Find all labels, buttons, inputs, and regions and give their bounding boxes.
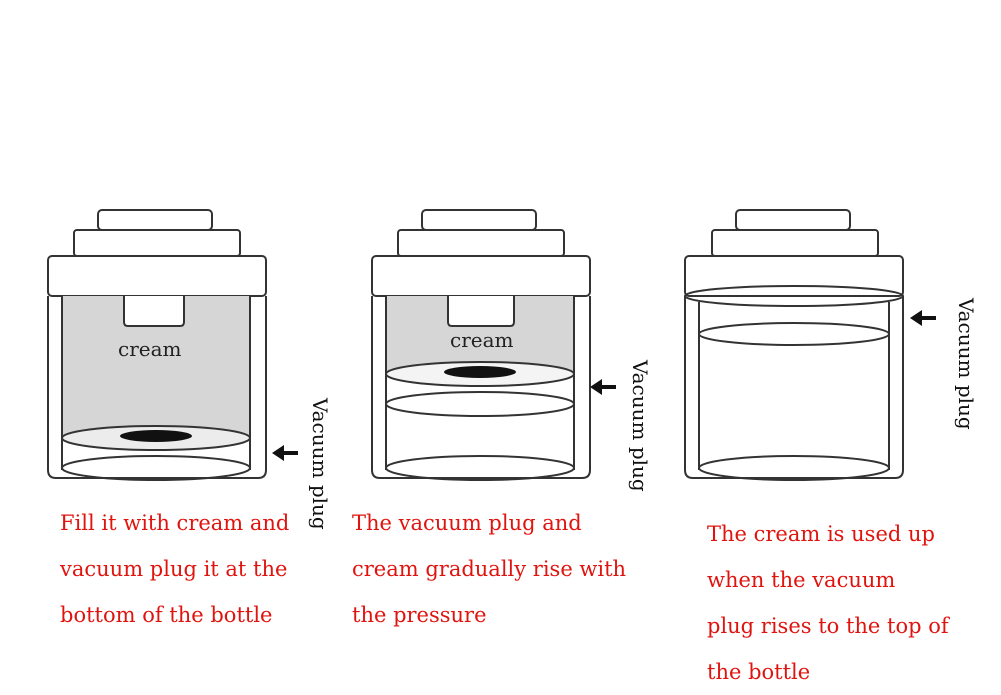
plug-label-1: Vacuum plug [308, 398, 332, 530]
caption-2-line-2: cream gradually rise with [352, 557, 627, 581]
caption-3-line-3: plug rises to the top of [707, 614, 949, 638]
bottle-1 [47, 209, 267, 481]
arrow-icon-1 [272, 445, 298, 461]
caption-1-line-3: bottom of the bottle [60, 603, 273, 627]
cream-label-1: cream [118, 337, 182, 361]
caption-3-line-2: when the vacuum [707, 568, 896, 592]
caption-2-line-3: the pressure [352, 603, 487, 627]
caption-3-line-1: The cream is used up [707, 522, 935, 546]
plug-1 [120, 430, 192, 442]
plug-label-2: Vacuum plug [628, 360, 652, 492]
caption-1-line-2: vacuum plug it at the [60, 557, 288, 581]
caption-2-line-1: The vacuum plug and [352, 511, 582, 535]
caption-3: The cream is used up when the vacuum plu… [707, 511, 949, 695]
plug-2 [444, 366, 516, 378]
bottle-2 [371, 209, 591, 481]
arrow-icon-3 [910, 310, 936, 326]
caption-3-line-4: the bottle [707, 660, 811, 684]
caption-1: Fill it with cream and vacuum plug it at… [60, 500, 289, 638]
caption-2: The vacuum plug and cream gradually rise… [352, 500, 626, 638]
arrow-icon-2 [590, 379, 616, 395]
plug-label-3: Vacuum plug [954, 298, 978, 430]
cream-label-2: cream [450, 328, 514, 352]
caption-1-line-1: Fill it with cream and [60, 511, 290, 535]
bottle-3 [684, 209, 904, 481]
